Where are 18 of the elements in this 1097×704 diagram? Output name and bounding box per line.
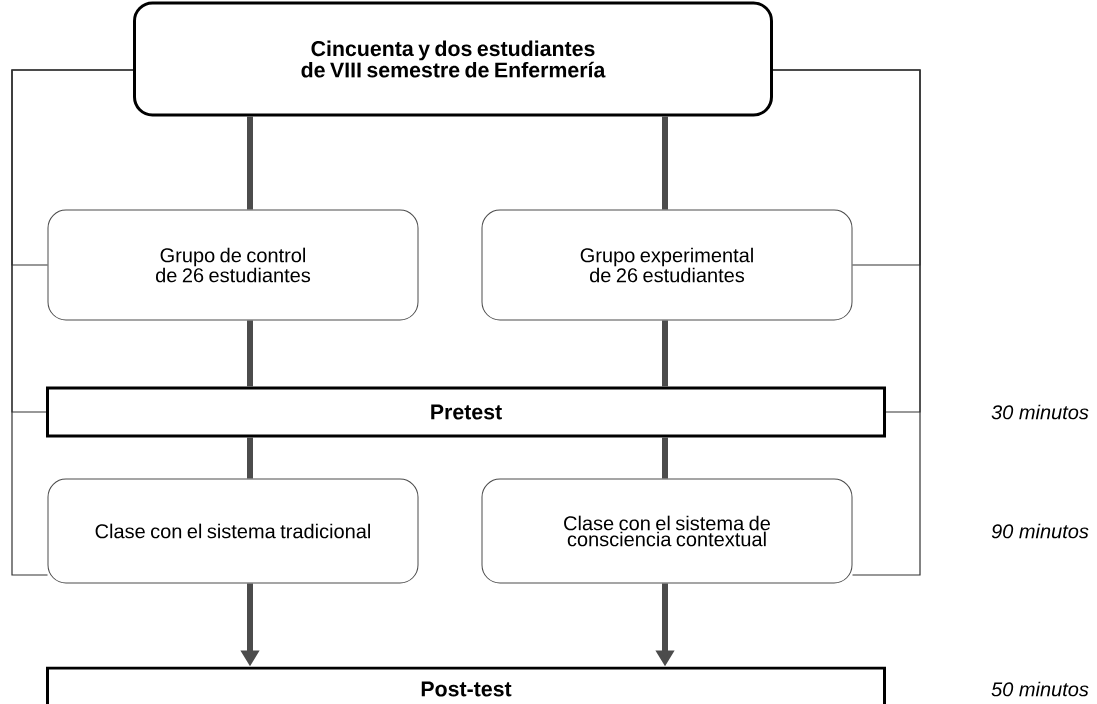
process-box: Grupo experimental de 26 estudiantes [481, 209, 853, 321]
connector-line [662, 320, 668, 387]
process-box: Clase con el sistema tradicional [47, 478, 419, 584]
duration-label: 50 minutos [991, 681, 1089, 697]
process-box: Pretest [46, 386, 886, 438]
process-box: Grupo de control de 26 estudiantes [47, 209, 419, 321]
connector-line [247, 320, 253, 387]
connector-line [247, 437, 253, 479]
process-box: Clase con el sistema de consciencia contextual [481, 478, 853, 584]
duration-label: 30 minutos [991, 404, 1089, 420]
duration-label: 90 minutos [991, 523, 1089, 539]
process-box: Cincuenta y dos estudiantes de VIII semestre de Enfermería [133, 1, 773, 117]
connector-line [11, 69, 134, 576]
connector-line [772, 69, 921, 576]
connector-line [662, 437, 668, 479]
connector-line [247, 116, 253, 210]
process-box: Post-test [46, 666, 886, 704]
connector-line [662, 116, 668, 210]
